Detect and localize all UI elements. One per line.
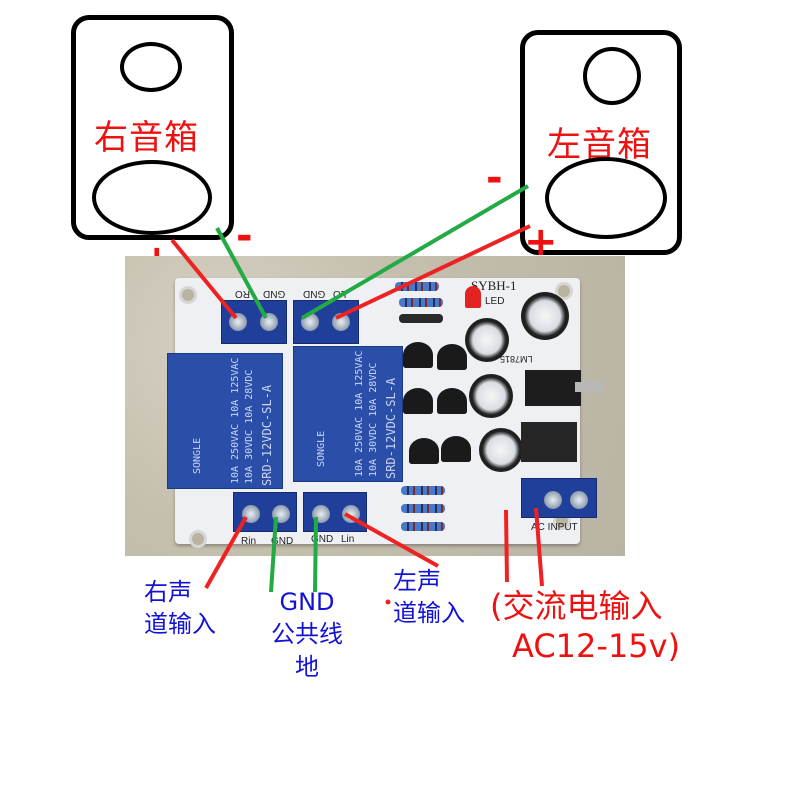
led-label: LED	[485, 296, 505, 307]
board-photo: RO GND GND LO SONGLE 10A 250VAC 10A 125V…	[125, 256, 625, 556]
transistor	[403, 342, 433, 368]
right-speaker: 右音箱	[71, 15, 234, 240]
right-input-line1: 右声	[144, 578, 192, 606]
terminal-screw-rin[interactable]	[242, 505, 260, 523]
resistor	[395, 282, 439, 291]
relay-model: SRD-12VDC-SL-A	[260, 384, 274, 486]
relay-rating: 10A 250VAC 10A 125VAC	[230, 357, 241, 484]
mounting-hole	[555, 282, 573, 300]
ac-input-line1: (交流电输入	[490, 587, 663, 625]
capacitor	[465, 318, 509, 362]
right-speaker-label: 右音箱	[94, 118, 199, 158]
terminal-block-input-left	[303, 492, 367, 532]
terminal-label-gnd-bottom: GND	[311, 534, 334, 545]
left-input-line1: 左声	[393, 567, 441, 595]
terminal-block-input-right	[233, 492, 297, 532]
right-input-note: 右声 道输入	[144, 576, 216, 641]
terminal-screw-ac2[interactable]	[570, 491, 588, 509]
bridge-rectifier	[521, 422, 577, 462]
terminal-screw-gnd[interactable]	[312, 505, 330, 523]
ac-input-line2: AC12-15v)	[512, 627, 681, 665]
ac-input-label: AC INPUT	[531, 522, 578, 533]
transistor	[437, 388, 467, 414]
gnd-line2: 公共线	[271, 620, 343, 649]
terminal-screw-gnd[interactable]	[260, 313, 278, 331]
relay-rating: 10A 30VDC 10A 28VDC	[244, 369, 255, 484]
terminal-label-ro: RO	[235, 288, 250, 299]
terminal-block-ac-input	[521, 478, 597, 518]
led	[465, 286, 481, 308]
left-speaker-woofer	[545, 157, 667, 239]
right-speaker-woofer	[92, 160, 212, 235]
relay-rating: 10A 250VAC 10A 125VAC	[354, 350, 365, 477]
terminal-block-left-out	[293, 300, 359, 344]
terminal-screw-ro[interactable]	[229, 313, 247, 331]
capacitor	[469, 374, 513, 418]
right-speaker-tweeter	[120, 42, 182, 92]
red-dot	[385, 599, 391, 605]
terminal-screw-gnd[interactable]	[272, 505, 290, 523]
capacitor	[479, 428, 523, 472]
relay-brand: SONGLE	[192, 437, 203, 474]
left-speaker-minus-sign: -	[486, 155, 503, 201]
terminal-label-gnd-top-right: GND	[263, 288, 286, 299]
relay-rating: 10A 30VDC 10A 28VDC	[368, 362, 379, 477]
pcb: RO GND GND LO SONGLE 10A 250VAC 10A 125V…	[167, 278, 603, 548]
resistor	[399, 298, 443, 307]
heatsink-tab	[575, 382, 603, 392]
terminal-screw-gnd[interactable]	[301, 313, 319, 331]
terminal-label-lin: Lin	[341, 534, 355, 545]
gnd-line1: GND	[279, 588, 335, 616]
transistor	[437, 344, 467, 370]
resistor	[401, 522, 445, 531]
gnd-note: GND 公共线 地	[258, 586, 356, 683]
left-input-line2: 道输入	[393, 599, 465, 628]
terminal-screw-ac1[interactable]	[544, 491, 562, 509]
right-speaker-minus-sign: -	[236, 213, 253, 259]
terminal-block-right-out	[221, 300, 287, 344]
relay-left: SONGLE 10A 250VAC 10A 125VAC 10A 30VDC 1…	[293, 346, 403, 482]
transistor	[403, 388, 433, 414]
right-input-line2: 道输入	[144, 610, 216, 639]
ac-input-note: (交流电输入 AC12-15v)	[490, 586, 680, 666]
mounting-hole	[189, 530, 207, 548]
terminal-label-gnd-bottom: GND	[271, 536, 294, 547]
resistor	[401, 504, 445, 513]
relay-brand: SONGLE	[316, 430, 327, 467]
diode	[399, 314, 443, 323]
terminal-screw-lin[interactable]	[342, 505, 360, 523]
relay-right: SONGLE 10A 250VAC 10A 125VAC 10A 30VDC 1…	[167, 353, 283, 489]
transistor	[409, 438, 439, 464]
terminal-label-gnd-top-left: GND	[303, 288, 326, 299]
terminal-label-rin: Rin	[241, 536, 257, 547]
left-input-note: 左声 道输入	[393, 565, 465, 630]
capacitor	[521, 292, 569, 340]
left-speaker: 左音箱	[520, 30, 682, 255]
transistor	[441, 436, 471, 462]
relay-model: SRD-12VDC-SL-A	[384, 377, 398, 479]
terminal-screw-lo[interactable]	[332, 313, 350, 331]
terminal-label-lo: LO	[333, 288, 347, 299]
regulator-label: LM7815	[500, 354, 533, 364]
left-speaker-tweeter	[583, 47, 641, 105]
mounting-hole	[179, 286, 197, 304]
voltage-regulator	[525, 370, 581, 406]
gnd-line3: 地	[295, 652, 319, 681]
resistor	[401, 486, 445, 495]
